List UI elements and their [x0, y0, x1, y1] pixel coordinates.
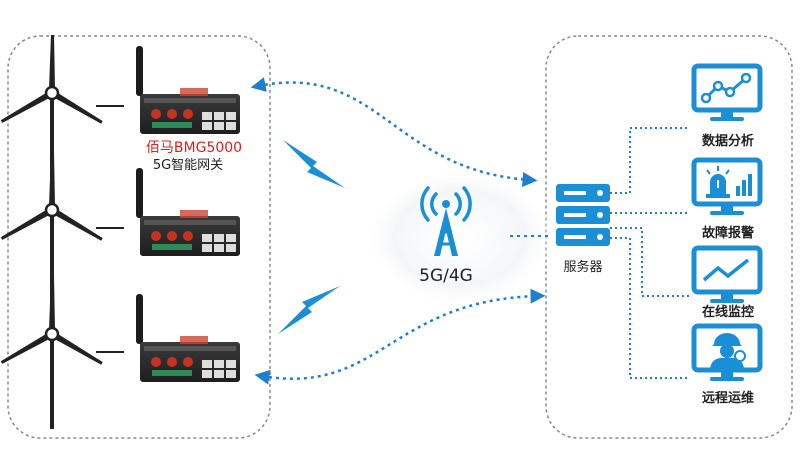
cloud-background [365, 168, 555, 308]
device-type-label: 5G智能网关 [153, 158, 223, 173]
server-icon [556, 184, 610, 246]
function-label: 在线监控 [702, 304, 754, 320]
server-label: 服务器 [563, 259, 602, 275]
data-link-arrow [254, 288, 546, 385]
wireless-signal-icon [283, 140, 345, 188]
data-link-arrow [250, 77, 538, 187]
gateway-device-icon [136, 168, 240, 256]
function-label: 数据分析 [702, 133, 754, 149]
server-function-link [610, 227, 690, 297]
gateway-device-icon [136, 46, 240, 134]
server-function-link [610, 127, 690, 194]
gateway-device-icon [136, 294, 240, 382]
wireless-signal-icon [278, 286, 340, 334]
function-label: 故障报警 [702, 225, 754, 241]
engineer-icon [694, 326, 760, 381]
device-brand-label: 佰马BMG5000 [146, 140, 242, 156]
function-label: 远程运维 [702, 390, 754, 406]
monitor-icon [694, 248, 760, 303]
server-function-link [610, 237, 690, 379]
wind-turbine-icon [0, 274, 106, 431]
cell-tower-icon [420, 186, 472, 256]
network-label: 5G/4G [419, 266, 473, 286]
devices-panel [7, 35, 271, 439]
alarm-icon [694, 160, 760, 215]
line-chart-icon [694, 66, 760, 121]
